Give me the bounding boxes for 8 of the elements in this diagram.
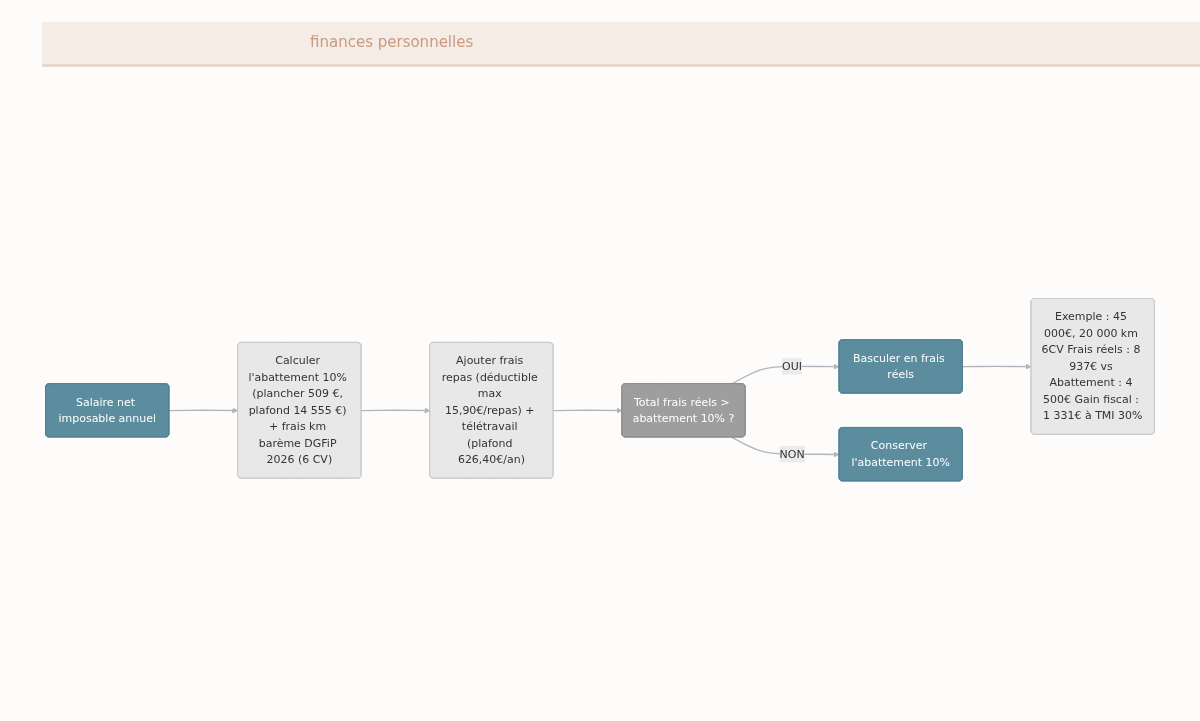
arrow bbox=[731, 363, 840, 385]
arrow bbox=[962, 363, 1032, 370]
tagline-text: finances personnelles bbox=[310, 33, 474, 51]
edge-label: NON bbox=[779, 447, 805, 461]
arrow bbox=[360, 407, 431, 414]
edge-label: OUI bbox=[782, 359, 803, 373]
arrow bbox=[552, 407, 623, 414]
arrow bbox=[168, 407, 239, 414]
